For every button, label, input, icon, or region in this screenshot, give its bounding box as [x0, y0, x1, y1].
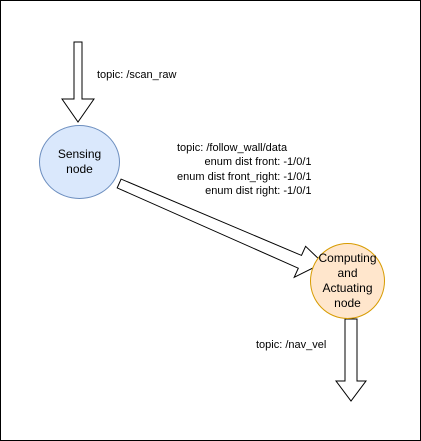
- computing-node-label-line3: Actuating: [322, 281, 373, 295]
- computing-actuating-node: Computing and Actuating node: [310, 243, 385, 319]
- follow-wall-field-right: enum dist right: -1/0/1: [205, 185, 312, 198]
- nav-vel-arrow: [335, 318, 367, 402]
- follow-wall-field-front: enum dist front: -1/0/1: [204, 156, 312, 169]
- computing-node-label-line1: Computing: [318, 251, 377, 265]
- follow-wall-topic-block: topic: /follow_wall/data enum dist front…: [177, 141, 312, 199]
- sensing-node: Sensing node: [39, 125, 120, 199]
- scan-raw-topic-label: topic: /scan_raw: [97, 69, 177, 81]
- scan-raw-arrow: [61, 41, 95, 123]
- follow-wall-arrow: [116, 178, 324, 279]
- computing-node-label-line2: and: [337, 266, 358, 280]
- follow-wall-topic-label: topic: /follow_wall/data: [177, 142, 288, 154]
- follow-wall-field-front-right: enum dist front_right: -1/0/1: [177, 170, 312, 183]
- computing-node-label-line4: node: [334, 296, 361, 310]
- nav-vel-topic-label: topic: /nav_vel: [256, 339, 327, 351]
- sensing-node-label-line2: node: [66, 162, 93, 176]
- sensing-node-label-line1: Sensing: [57, 147, 102, 161]
